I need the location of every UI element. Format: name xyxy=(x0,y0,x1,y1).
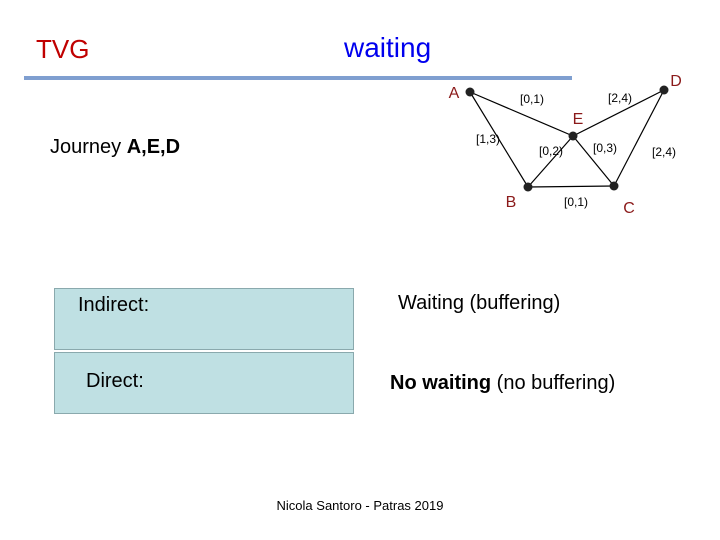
indirect-label: Indirect: xyxy=(78,294,150,316)
edge-label-d-c: [2,4) xyxy=(652,145,676,159)
node-label-b: B xyxy=(506,194,517,211)
tvg-graph: [0,1) [2,4) [1,3) [0,2) [0,3) [0,1) [2,4) A B C D… xyxy=(449,73,682,217)
direct-desc-bold: No waiting xyxy=(390,372,492,394)
node-a xyxy=(465,87,475,97)
direct-label: Direct: xyxy=(86,370,144,392)
edge-d-c xyxy=(613,89,665,187)
journey-path: A,E,D xyxy=(126,136,181,158)
edge-e-b xyxy=(527,135,574,188)
edge-label-e-d: [2,4) xyxy=(608,91,632,105)
node-e xyxy=(568,131,578,141)
edge-a-b xyxy=(469,91,529,188)
node-label-a: A xyxy=(449,85,460,102)
edge-a-e xyxy=(469,91,574,137)
journey-prefix: Journey xyxy=(50,136,127,158)
slide-title: TVG xyxy=(36,34,90,64)
direct-box xyxy=(54,352,354,414)
direct-desc-rest: (no buffering) xyxy=(491,372,616,394)
edge-e-c xyxy=(572,135,615,187)
edge-e-d xyxy=(572,89,665,137)
edge-label-e-c: [0,3) xyxy=(593,141,617,155)
node-b xyxy=(523,182,533,192)
indirect-description: Waiting (buffering) xyxy=(398,292,560,315)
edge-label-b-c: [0,1) xyxy=(564,195,588,209)
indirect-desc-rest: Waiting (buffering) xyxy=(398,292,561,314)
footer-credit: Nicola Santoro - Patras 2019 xyxy=(276,498,444,513)
node-label-d: D xyxy=(670,73,682,90)
title-rule xyxy=(24,76,572,80)
edge-b-c xyxy=(527,185,615,188)
graph-nodes xyxy=(465,85,669,192)
edge-label-a-e: [0,1) xyxy=(520,92,544,106)
edge-label-a-b: [1,3) xyxy=(476,132,500,146)
node-c xyxy=(609,181,619,191)
node-label-c: C xyxy=(623,200,635,217)
node-label-e: E xyxy=(573,111,584,128)
graph-node-labels: A B C D E xyxy=(449,73,682,217)
direct-description: No waiting (no buffering) xyxy=(390,372,615,395)
node-d xyxy=(659,85,669,95)
graph-edge-labels: [0,1) [2,4) [1,3) [0,2) [0,3) [0,1) [2,4) xyxy=(476,91,676,209)
graph-edges xyxy=(469,89,665,188)
journey-text: Journey A,E,D xyxy=(50,136,180,159)
edge-label-e-b: [0,2) xyxy=(539,144,563,158)
slide-subtitle: waiting xyxy=(344,32,432,63)
indirect-box xyxy=(54,288,354,350)
